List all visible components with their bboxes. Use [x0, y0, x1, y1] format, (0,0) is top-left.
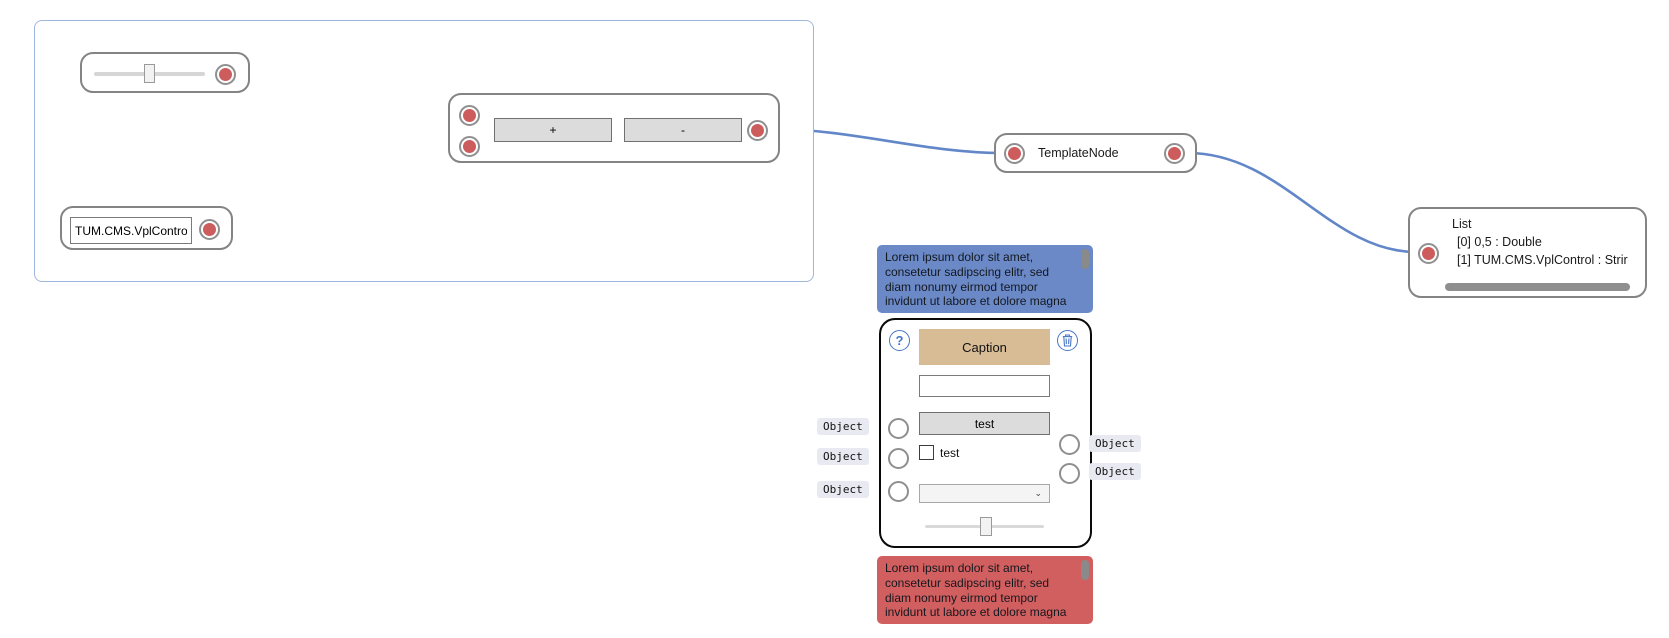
custom-input-port-1[interactable]: [888, 418, 909, 439]
tooltip-line: Lorem ipsum dolor sit amet,: [885, 561, 1034, 575]
list-content: List [0] 0,5 : Double [1] TUM.CMS.VplCon…: [1452, 215, 1628, 269]
port-dot: [219, 68, 232, 81]
port-type-label: Object: [817, 418, 869, 435]
text-input-output-port[interactable]: [199, 219, 220, 240]
trash-glyph: [1062, 334, 1073, 347]
port-dot: [463, 109, 476, 122]
tooltip-line: Lorem ipsum dolor sit amet,: [885, 250, 1034, 264]
list-item: [1] TUM.CMS.VplControl : Strir: [1457, 253, 1628, 267]
port-type-label: Object: [1089, 463, 1141, 480]
port-dot: [751, 124, 764, 137]
tooltip-line: consetetur sadipscing elitr, sed: [885, 575, 1050, 590]
node-caption: Caption: [919, 329, 1050, 365]
port-dot: [203, 223, 216, 236]
math-node[interactable]: + -: [448, 93, 780, 163]
tooltip-scrollbar-thumb[interactable]: [1081, 249, 1089, 269]
tooltip-line: diam nonumy eirmod tempor: [885, 279, 1038, 294]
port-dot: [1168, 147, 1181, 160]
tooltip-scrollbar-thumb[interactable]: [1081, 560, 1089, 580]
template-node-label: TemplateNode: [1038, 146, 1119, 160]
port-type-label: Object: [1089, 435, 1141, 452]
slider-track[interactable]: [94, 64, 205, 83]
list-title: List: [1452, 217, 1472, 231]
template-output-port[interactable]: [1164, 143, 1185, 164]
info-tooltip-blue: Lorem ipsum dolor sit amet, consetetur s…: [877, 245, 1093, 313]
trash-icon[interactable]: [1057, 330, 1078, 351]
list-input-port[interactable]: [1418, 243, 1439, 264]
chevron-down-icon: ⌄: [1034, 488, 1042, 498]
tooltip-line: invidunt ut labore et dolore magna: [885, 605, 1067, 620]
info-tooltip-red: Lorem ipsum dolor sit amet, consetetur s…: [877, 556, 1093, 624]
template-input-port[interactable]: [1004, 143, 1025, 164]
port-dot: [1422, 247, 1435, 260]
tooltip-line: invidunt ut labore et dolore magna: [885, 294, 1067, 309]
port-type-label: Object: [817, 448, 869, 465]
custom-input-port-2[interactable]: [888, 448, 909, 469]
custom-output-port-2[interactable]: [1059, 463, 1080, 484]
test-button[interactable]: test: [919, 412, 1050, 435]
plus-button[interactable]: +: [494, 118, 612, 142]
dropdown-select[interactable]: ⌄: [919, 484, 1050, 503]
text-input-node[interactable]: [60, 206, 233, 250]
wire-template-to-list: [1186, 151, 1418, 254]
help-icon[interactable]: ?: [889, 330, 910, 351]
math-input-port-1[interactable]: [459, 105, 480, 126]
list-horizontal-scrollbar[interactable]: [1445, 283, 1630, 291]
test-checkbox[interactable]: [919, 445, 934, 460]
math-output-port[interactable]: [747, 120, 768, 141]
slider-thumb[interactable]: [143, 64, 155, 83]
custom-slider-thumb[interactable]: [979, 517, 992, 536]
tooltip-line: diam nonumy eirmod tempor: [885, 590, 1038, 605]
checkbox-label: test: [940, 445, 960, 460]
custom-node[interactable]: ? Caption test test ⌄: [879, 318, 1092, 548]
custom-input-port-3[interactable]: [888, 481, 909, 502]
minus-button[interactable]: -: [624, 118, 742, 142]
tooltip-line: consetetur sadipscing elitr, sed: [885, 264, 1050, 279]
text-input-field[interactable]: [70, 217, 192, 244]
template-node[interactable]: TemplateNode: [994, 133, 1197, 173]
port-dot: [1008, 147, 1021, 160]
custom-output-port-1[interactable]: [1059, 434, 1080, 455]
list-node[interactable]: List [0] 0,5 : Double [1] TUM.CMS.VplCon…: [1408, 207, 1647, 298]
port-type-label: Object: [817, 481, 869, 498]
list-item: [0] 0,5 : Double: [1457, 235, 1542, 249]
slider-node[interactable]: [80, 52, 250, 93]
port-dot: [463, 140, 476, 153]
custom-slider-track[interactable]: [925, 517, 1044, 536]
custom-text-field[interactable]: [919, 375, 1050, 397]
slider-output-port[interactable]: [215, 64, 236, 85]
math-input-port-2[interactable]: [459, 136, 480, 157]
